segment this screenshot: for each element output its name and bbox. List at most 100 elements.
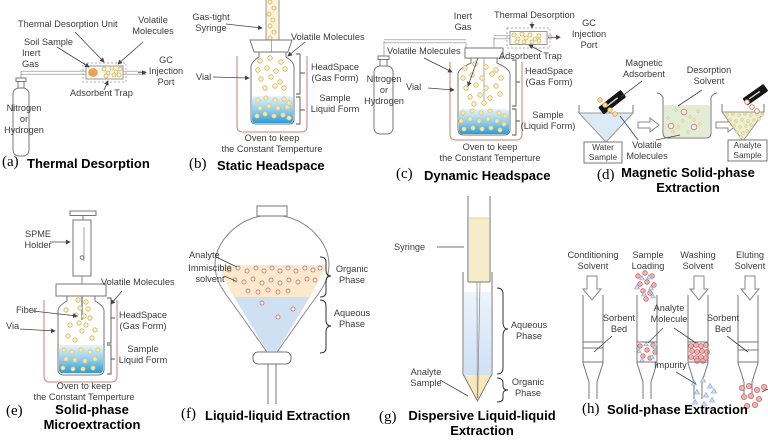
panel-e-apparatus	[19, 210, 123, 383]
panel-b-apparatus	[212, 0, 308, 133]
label-volatile-molecules-c: Volatile Molecules	[387, 46, 461, 56]
panel-letter-a: (a)	[2, 154, 19, 170]
panel-letter-c: (c)	[396, 166, 413, 182]
label-volatile-molecules-b: Volatile Molecules	[291, 32, 365, 42]
magnet-bar-2	[743, 84, 768, 106]
label-volatile-molecules-d: Volatile Molecules	[626, 140, 668, 162]
water-sample-funnel	[577, 105, 635, 143]
label-inert-gas-a: Inert Gas	[22, 48, 41, 70]
label-syringe-g: Syringe	[394, 242, 426, 252]
leader-lines-h	[593, 327, 768, 393]
panel-letter-g: (g)	[379, 409, 397, 425]
stopper	[256, 205, 288, 217]
vial-cap	[249, 39, 293, 53]
label-impurity: Impurity	[654, 360, 687, 370]
label-thermal-desorption-unit: Thermal Desorption Unit	[18, 19, 118, 29]
label-gas-tight-syringe: Gas-tight Syringe	[192, 12, 230, 34]
leader-lines-b	[212, 23, 306, 81]
label-analyte-sample-g: Analyte Sample	[410, 367, 442, 389]
adsorbent-trap	[82, 62, 127, 83]
caption-dynamic-headspace: Dynamic Headspace	[424, 168, 551, 183]
panel-letter-e: (e)	[6, 403, 23, 419]
leader-lines-e	[19, 239, 123, 334]
label-sorbent-bed-left: Sorbent Bed	[602, 313, 636, 335]
label-headspace-e: HeadSpace (Gas Form)	[118, 310, 167, 332]
label-vial-c: Vial	[406, 82, 422, 92]
panel-letter-f: (f)	[181, 406, 196, 422]
caption-thermal-desorption: Thermal Desorption	[27, 156, 150, 171]
panel-letter-h: (h)	[582, 401, 600, 417]
syringe-barrel	[467, 196, 491, 283]
label-oven-c: Oven to keep the Constant Temperture	[439, 142, 541, 164]
oven	[43, 300, 118, 383]
label-immiscible-solvent: Immiscible solvent	[188, 263, 232, 285]
label-oven-b: Oven to keep the Constant Temperture	[221, 133, 323, 155]
label-adsorbent-trap-c: Adsorbent Trap	[499, 51, 562, 61]
magnet-bar	[598, 90, 626, 115]
panel-h-apparatus	[581, 270, 768, 409]
step-arrow-1	[637, 116, 660, 134]
label-nitrogen-hydrogen-c: Nitrogen or Hydrogen	[364, 74, 404, 107]
label-sample-loading: Sample Loading	[631, 250, 665, 272]
label-washing-solvent: Washing Solvent	[680, 250, 716, 272]
spe-column-3	[687, 295, 710, 399]
vial-cap	[55, 283, 107, 297]
analyte-sample-funnel	[721, 104, 765, 142]
panel-d-apparatus	[577, 80, 768, 164]
caption-magnetic-spe: Magnetic Solid-phase Extraction	[621, 165, 755, 196]
caption-lle: Liquid-liquid Extraction	[205, 408, 351, 423]
desorption-beaker	[656, 92, 718, 139]
spe-column-1	[582, 295, 604, 399]
leader-lines-c	[423, 22, 543, 93]
caption-dlle: Dispersive Liquid-liquid Extraction	[408, 408, 556, 439]
braces-f	[319, 256, 332, 354]
water-sample-box	[583, 141, 623, 164]
label-conditioning-solvent: Conditioning Solvent	[567, 250, 619, 272]
label-headspace-b: HeadSpace (Gas Form)	[310, 62, 359, 84]
label-spme-holder: SPME Holder	[24, 229, 52, 251]
label-sample-b: Sample Liquid Form	[310, 93, 360, 115]
label-fiber: Fiber	[16, 305, 37, 315]
caption-static-headspace: Static Headspace	[217, 158, 325, 173]
label-aqueous-phase-f: Aqueous Phase	[333, 308, 371, 330]
label-organic-phase-f: Organic Phase	[335, 264, 369, 286]
label-sample-c: Sample (Liquid Form)	[520, 110, 576, 132]
analyte-sample-box	[727, 139, 768, 162]
panel-c-apparatus	[373, 22, 561, 141]
label-volatile-molecules-a: Volatile Molecules	[132, 15, 174, 37]
label-organic-phase-g: Organic Phase	[511, 377, 545, 399]
label-magnetic-adsorbent: Magnetic Adsorbent	[623, 58, 665, 80]
label-analyte-molecule: Analyte Molecule	[650, 303, 688, 325]
label-desorption-solvent: Desorption Solvent	[686, 65, 732, 87]
label-gc-injection-port-a: GC Injection Port	[148, 55, 184, 88]
leader-lines-f	[215, 256, 238, 282]
down-arrow-eluting	[739, 275, 761, 301]
panel-f-apparatus	[214, 205, 332, 404]
panel-g-apparatus	[437, 196, 509, 403]
panel-a-apparatus	[12, 31, 147, 157]
leader-lines-d	[619, 80, 703, 141]
label-vial-e: Via	[6, 321, 20, 331]
leader-lines-a	[56, 31, 144, 91]
brackets-b	[296, 53, 305, 125]
label-gc-injection-port-c: GC Injection Port	[571, 18, 607, 51]
panel-letter-b: (b)	[189, 156, 207, 172]
label-headspace-c: HeadSpace (Gas Form)	[524, 66, 573, 88]
label-water-sample: Water Sample	[588, 142, 618, 162]
vial-cap	[464, 47, 504, 59]
gas-cylinder	[12, 77, 30, 157]
aqueous-layer	[234, 297, 310, 351]
spe-column-4	[737, 295, 759, 399]
label-sample-e: Sample Liquid Form	[118, 344, 168, 366]
brackets-e	[107, 297, 115, 375]
label-volatile-molecules-e: Volatile Molecules	[101, 277, 175, 287]
eluted-analyte-particles	[739, 382, 768, 409]
gas-cylinder	[373, 55, 394, 135]
conical-tube	[462, 272, 493, 403]
oven	[449, 62, 523, 141]
caption-spe: Solid-phase Extraction	[607, 402, 748, 417]
label-analyte-sample-d: Analyte Sample	[733, 140, 762, 160]
panel-letter-d: (d)	[597, 167, 615, 183]
spe-column-2	[636, 295, 658, 399]
